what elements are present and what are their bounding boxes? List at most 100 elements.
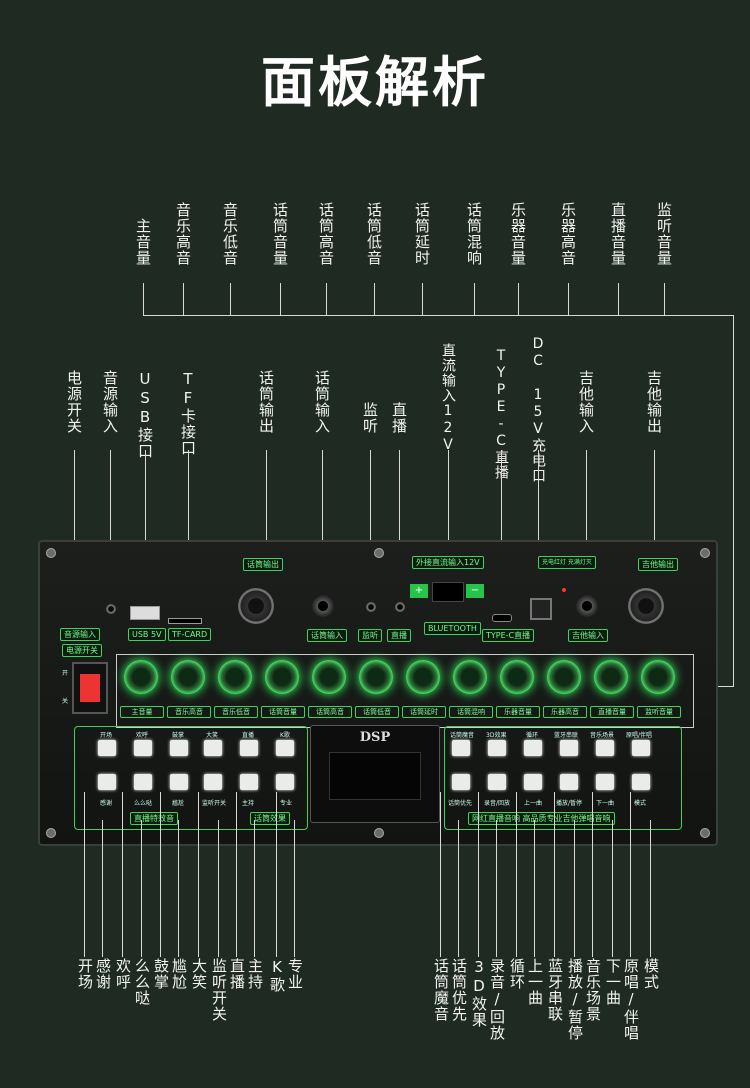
leader-line: [294, 820, 295, 957]
mid-label: 话筒输入: [313, 370, 331, 434]
leader-line: [586, 450, 587, 595]
typec-tag: TYPE-C直播: [482, 629, 535, 642]
bottom-label: 播放/暂停: [566, 958, 584, 1041]
usb-tag: USB 5V: [128, 628, 166, 641]
btn-monitor-switch[interactable]: [204, 774, 222, 790]
page-title: 面板解析: [261, 51, 489, 114]
btn-label: 3D效果: [486, 732, 507, 739]
leader-line: [474, 283, 475, 315]
plus-terminal: +: [410, 584, 428, 598]
btn-pro[interactable]: [276, 774, 294, 790]
btn-kiss[interactable]: [134, 774, 152, 790]
btn-laugh[interactable]: [204, 740, 222, 756]
knob-master-volume[interactable]: [124, 660, 158, 694]
btn-label: 模式: [634, 800, 647, 807]
mic-in-tag: 话筒输入: [307, 629, 347, 642]
mic-out-jack[interactable]: [238, 588, 274, 624]
knob-mic-treble[interactable]: [312, 660, 346, 694]
knob-music-treble[interactable]: [171, 660, 205, 694]
knob-instrument-volume[interactable]: [500, 660, 534, 694]
btn-label: 音乐场景: [590, 732, 615, 739]
knob-mic-bass[interactable]: [359, 660, 393, 694]
dc15-port[interactable]: [530, 598, 552, 620]
guitar-in-jack[interactable]: [576, 595, 598, 617]
bottom-label: 专业: [286, 958, 304, 990]
btn-label: 感谢: [100, 800, 113, 807]
mic-in-jack[interactable]: [312, 595, 334, 617]
knob-mic-reverb[interactable]: [453, 660, 487, 694]
usb-port[interactable]: [130, 606, 160, 620]
btn-karaoke[interactable]: [276, 740, 294, 756]
knob-music-bass[interactable]: [218, 660, 252, 694]
dsp-display: DSP: [310, 725, 440, 823]
source-in-tag: 音源输入: [60, 628, 100, 641]
knob-instrument-treble[interactable]: [547, 660, 581, 694]
leader-line: [230, 283, 231, 315]
btn-play-pause[interactable]: [560, 774, 578, 790]
monitor-jack[interactable]: [366, 602, 376, 612]
guitar-out-tag: 吉他输出: [638, 558, 678, 571]
top-label: 话筒混响: [465, 202, 483, 266]
btn-mode[interactable]: [632, 774, 650, 790]
knob-label: 话筒延时: [402, 706, 446, 718]
top-label: 音乐低音: [221, 202, 239, 266]
knob-label: 话筒低音: [355, 706, 399, 718]
bottom-label: 话筒优先: [450, 958, 468, 1022]
mid-label: 音源输入: [101, 370, 119, 434]
leader-line: [143, 315, 733, 316]
knob-mic-delay[interactable]: [406, 660, 440, 694]
btn-live[interactable]: [240, 740, 258, 756]
leader-line: [496, 820, 497, 957]
btn-mic-magic[interactable]: [452, 740, 470, 756]
btn-thanks[interactable]: [98, 774, 116, 790]
knob-mic-volume[interactable]: [265, 660, 299, 694]
knob-live-volume[interactable]: [594, 660, 628, 694]
btn-loop[interactable]: [524, 740, 542, 756]
power-tag: 电源开关: [62, 644, 102, 657]
leader-line: [538, 450, 539, 600]
btn-applause[interactable]: [170, 740, 188, 756]
knob-label: 话筒音量: [261, 706, 305, 718]
btn-mic-priority[interactable]: [452, 774, 470, 790]
btn-record[interactable]: [488, 774, 506, 790]
leader-line: [198, 792, 199, 957]
btn-music-scene[interactable]: [596, 740, 614, 756]
live-jack[interactable]: [395, 602, 405, 612]
charge-led: [562, 588, 566, 592]
power-on-label: 开: [62, 670, 69, 677]
power-switch[interactable]: [72, 662, 108, 714]
source-in-jack[interactable]: [106, 604, 116, 614]
btn-bt-link[interactable]: [560, 740, 578, 756]
btn-3d[interactable]: [488, 740, 506, 756]
guitar-in-tag: 吉他输入: [568, 629, 608, 642]
leader-line: [322, 450, 323, 595]
mid-label: TYPE-C直播: [493, 348, 509, 480]
leader-line: [122, 792, 123, 957]
typec-port[interactable]: [492, 614, 512, 622]
btn-label: 下一曲: [596, 800, 615, 807]
btn-awkward[interactable]: [170, 774, 188, 790]
btn-label: 监听开关: [202, 800, 227, 807]
tf-slot[interactable]: [168, 618, 202, 624]
btn-label: 直播: [242, 732, 255, 739]
btn-opening[interactable]: [98, 740, 116, 756]
btn-host[interactable]: [240, 774, 258, 790]
leader-line: [145, 450, 146, 605]
leader-line: [458, 820, 459, 957]
bottom-label: 蓝牙串联: [546, 958, 564, 1022]
guitar-out-jack[interactable]: [628, 588, 664, 624]
top-label: 音乐高音: [174, 202, 192, 266]
knob-monitor-volume[interactable]: [641, 660, 675, 694]
dc12-terminal[interactable]: [432, 582, 464, 602]
leader-line: [183, 283, 184, 315]
leader-line: [370, 450, 371, 590]
knob-label: 音乐低音: [214, 706, 258, 718]
btn-cheer[interactable]: [134, 740, 152, 756]
right-group-label: 网红直播音响 高品质专业吉他弹唱音响: [468, 812, 615, 825]
btn-vocal-toggle[interactable]: [632, 740, 650, 756]
knob-label: 直播音量: [590, 706, 634, 718]
btn-prev[interactable]: [524, 774, 542, 790]
dc12-tag: 外接直流输入12V: [412, 556, 484, 569]
btn-next[interactable]: [596, 774, 614, 790]
dsp-screen: [329, 752, 421, 800]
